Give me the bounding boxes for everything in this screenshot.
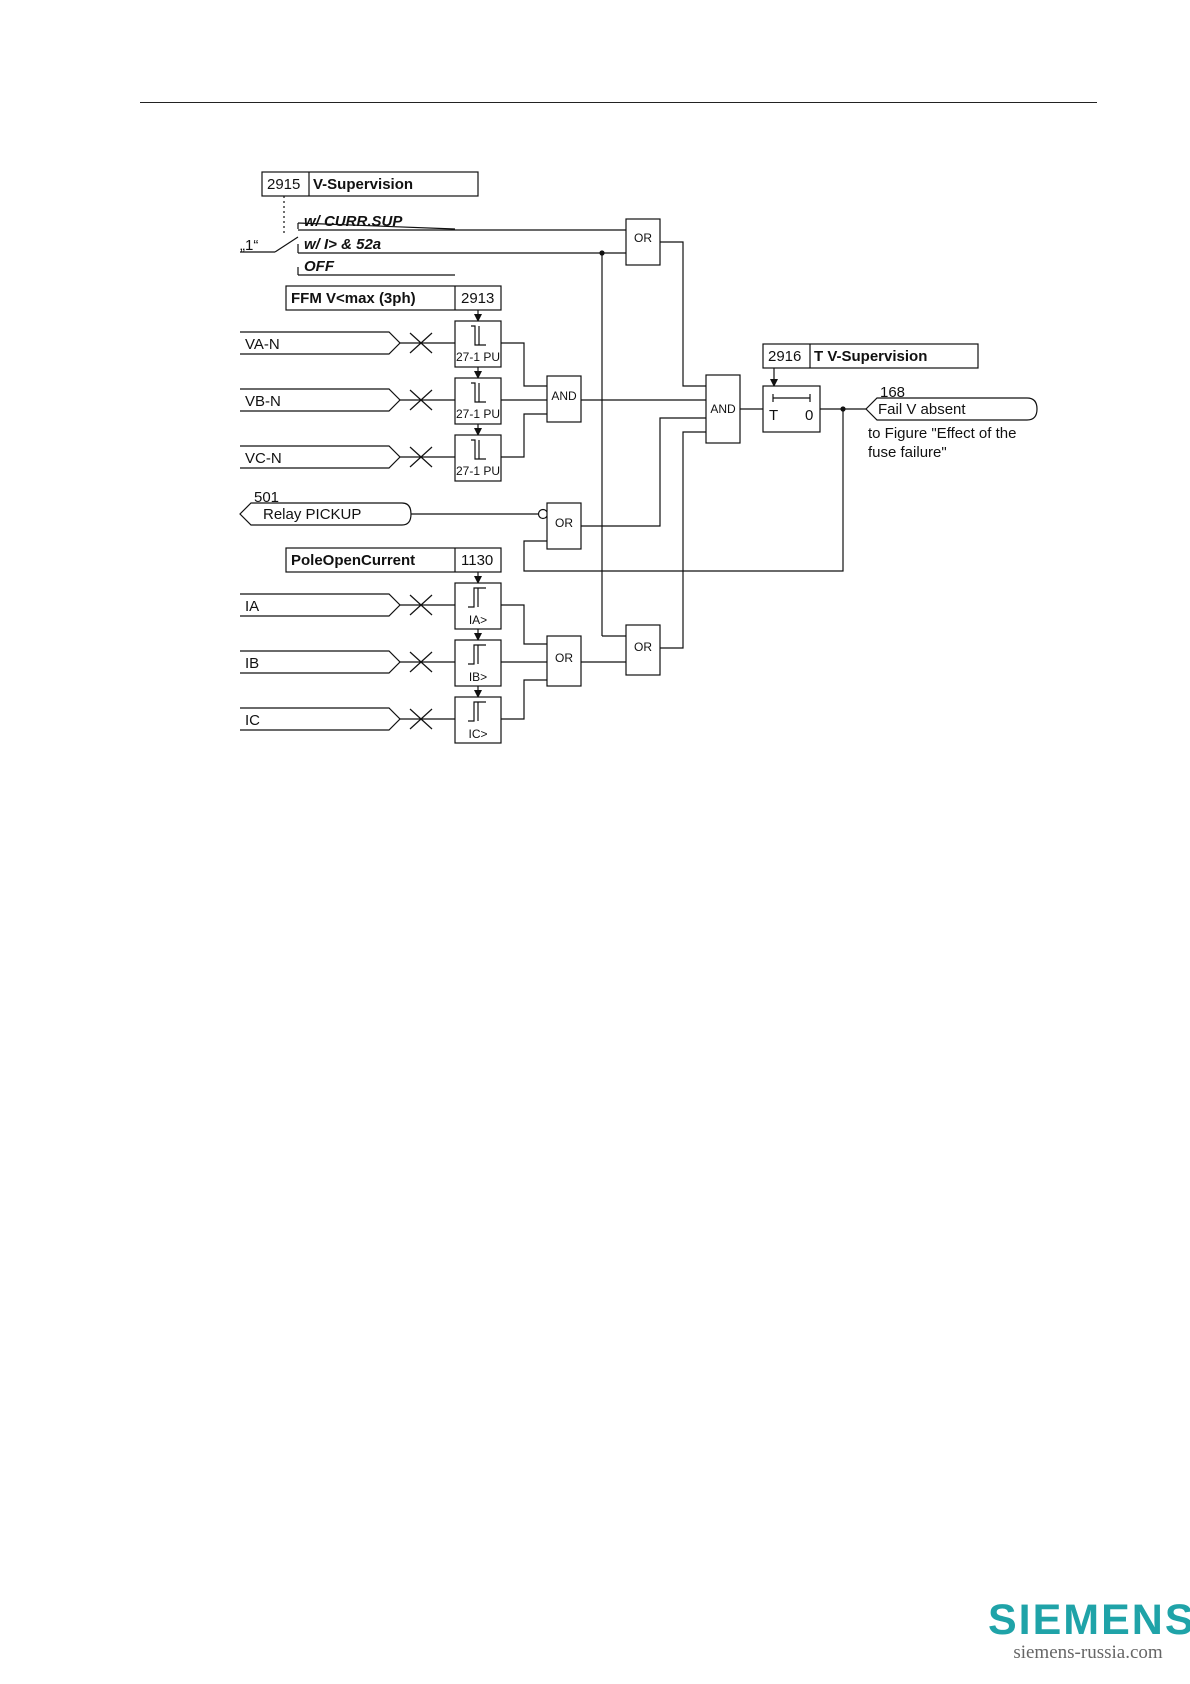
and-gate-voltage: AND	[547, 376, 581, 422]
current-element-ib: IB>	[455, 640, 501, 686]
setting-2913-address: 2913	[461, 290, 494, 307]
and-gate-main: AND	[706, 375, 740, 443]
or-gate-top: OR	[626, 219, 660, 265]
setting-2915-name: V-Supervision	[313, 176, 413, 193]
input-va-n: VA-N	[240, 332, 455, 354]
svg-text:IC>: IC>	[468, 727, 487, 741]
svg-text:VB-N: VB-N	[245, 393, 281, 410]
svg-text:27-1 PU: 27-1 PU	[456, 350, 500, 364]
svg-text:OR: OR	[634, 231, 652, 245]
setting-2915-block: 2915 V-Supervision	[262, 172, 478, 196]
siemens-logo: SIEMENS siemens-russia.com	[988, 1598, 1188, 1664]
undervoltage-element-a: 27-1 PU	[455, 321, 501, 367]
or-gate-pickup: OR	[547, 503, 581, 549]
input-ia: IA	[240, 594, 455, 616]
svg-text:OR: OR	[634, 640, 652, 654]
svg-text:AND: AND	[551, 389, 577, 403]
setting-2916-name: T V-Supervision	[814, 348, 927, 365]
negation-circle	[539, 510, 548, 519]
or-gate-current: OR	[547, 636, 581, 686]
svg-text:IC: IC	[245, 712, 260, 729]
svg-text:AND: AND	[710, 402, 736, 416]
mode-switch: „1“ w/ CURR.SUP w/ I> & 52a OFF	[240, 213, 455, 275]
undervoltage-element-b: 27-1 PU	[455, 378, 501, 424]
wire-or-top-to-and	[660, 242, 706, 386]
output-fail-v-absent: 168 Fail V absent to Figure "Effect of t…	[866, 384, 1037, 461]
current-element-ia: IA>	[455, 583, 501, 629]
setting-1130-name: PoleOpenCurrent	[291, 552, 415, 569]
undervoltage-element-c: 27-1 PU	[455, 435, 501, 481]
switch-option-off: OFF	[304, 258, 335, 275]
setting-2916-address: 2916	[768, 348, 801, 365]
svg-text:IA>: IA>	[469, 613, 487, 627]
switch-option-curr-sup: w/ CURR.SUP	[304, 213, 403, 230]
wire-or-lower-to-and-main	[660, 432, 706, 648]
svg-text:VC-N: VC-N	[245, 450, 282, 467]
setting-2916-block: 2916 T V-Supervision	[763, 344, 978, 368]
current-element-ic: IC>	[455, 697, 501, 743]
svg-text:IB: IB	[245, 655, 259, 672]
output-note-line1: to Figure "Effect of the	[868, 425, 1016, 442]
timer-element: T 0	[763, 386, 820, 432]
output-note-line2: fuse failure"	[868, 444, 947, 461]
setting-2913-name: FFM V<max (3ph)	[291, 290, 416, 307]
svg-text:27-1 PU: 27-1 PU	[456, 464, 500, 478]
svg-text:OR: OR	[555, 651, 573, 665]
wire-or-pickup-to-and-main	[581, 418, 706, 526]
setting-2915-address: 2915	[267, 176, 300, 193]
svg-text:IA: IA	[245, 598, 259, 615]
svg-text:0: 0	[805, 407, 813, 424]
svg-text:IB>: IB>	[469, 670, 487, 684]
svg-text:T: T	[769, 407, 778, 424]
input-vc-n: VC-N	[240, 446, 455, 468]
input-ib: IB	[240, 651, 455, 673]
svg-text:OR: OR	[555, 516, 573, 530]
siemens-logo-word: SIEMENS	[988, 1598, 1188, 1642]
relay-pickup-label: Relay PICKUP	[263, 506, 361, 523]
siemens-logo-site: siemens-russia.com	[988, 1642, 1188, 1664]
setting-1130-block: PoleOpenCurrent 1130	[286, 548, 501, 572]
input-ic: IC	[240, 708, 455, 730]
input-relay-pickup: 501 Relay PICKUP	[240, 489, 411, 525]
setting-1130-address: 1130	[461, 552, 493, 569]
svg-text:VA-N: VA-N	[245, 336, 280, 353]
or-gate-lower: OR	[626, 625, 660, 675]
output-label: Fail V absent	[878, 401, 966, 418]
input-vb-n: VB-N	[240, 389, 455, 411]
svg-text:27-1 PU: 27-1 PU	[456, 407, 500, 421]
switch-option-i-52a: w/ I> & 52a	[304, 236, 381, 253]
setting-2913-block: FFM V<max (3ph) 2913	[286, 286, 501, 310]
